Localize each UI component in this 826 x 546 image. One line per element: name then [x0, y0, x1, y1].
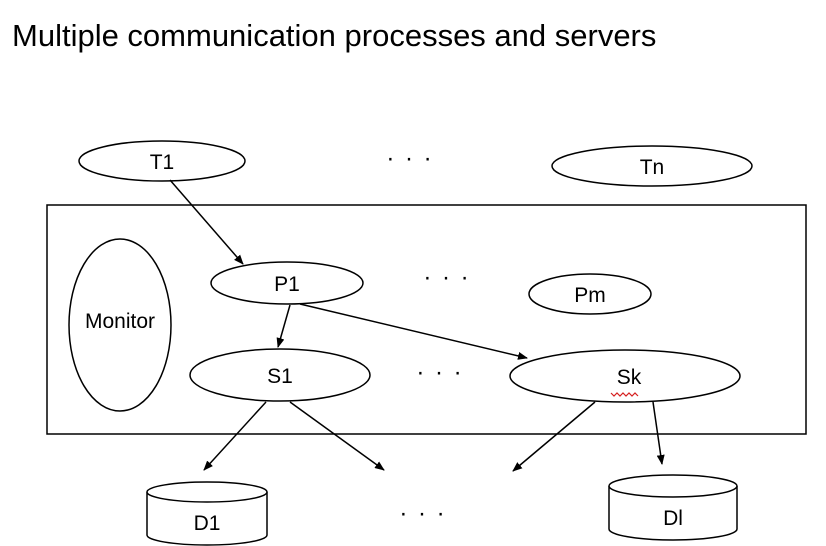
node-sk-label: Sk	[617, 366, 642, 389]
arrow-p1-to-sk	[299, 303, 528, 360]
node-t1-label: T1	[150, 151, 175, 174]
node-s1-label: S1	[267, 365, 293, 388]
page-title: Multiple communication processes and ser…	[12, 18, 656, 53]
node-monitor: Monitor	[68, 238, 172, 412]
node-d1-label: D1	[194, 512, 221, 535]
ellipsis-terminals: · · ·	[386, 145, 433, 172]
arrow-sk-to-dl	[652, 401, 665, 465]
node-d1: D1	[146, 481, 268, 546]
ellipsis-databases: · · ·	[399, 500, 446, 527]
node-s1: S1	[189, 348, 371, 402]
node-t1: T1	[78, 140, 246, 182]
node-tn: Tn	[551, 145, 753, 187]
arrow-s1-to-dots	[289, 401, 385, 471]
arrow-p1-to-s1	[276, 304, 291, 348]
node-dl-label: Dl	[663, 507, 683, 530]
node-sk: Sk	[509, 349, 741, 403]
node-monitor-label: Monitor	[85, 310, 155, 333]
ellipsis-processes: · · ·	[423, 264, 470, 291]
node-pm: Pm	[528, 273, 652, 315]
spellcheck-underline	[610, 392, 639, 397]
node-dl: Dl	[608, 474, 738, 541]
arrow-sk-to-dots	[512, 401, 596, 472]
ellipsis-servers: · · ·	[416, 359, 463, 386]
node-p1: P1	[210, 261, 364, 305]
node-p1-label: P1	[274, 273, 300, 296]
arrow-t1-to-p1	[169, 179, 244, 265]
node-pm-label: Pm	[574, 284, 606, 307]
arrow-s1-to-d1	[203, 401, 267, 471]
node-tn-label: Tn	[640, 156, 665, 179]
